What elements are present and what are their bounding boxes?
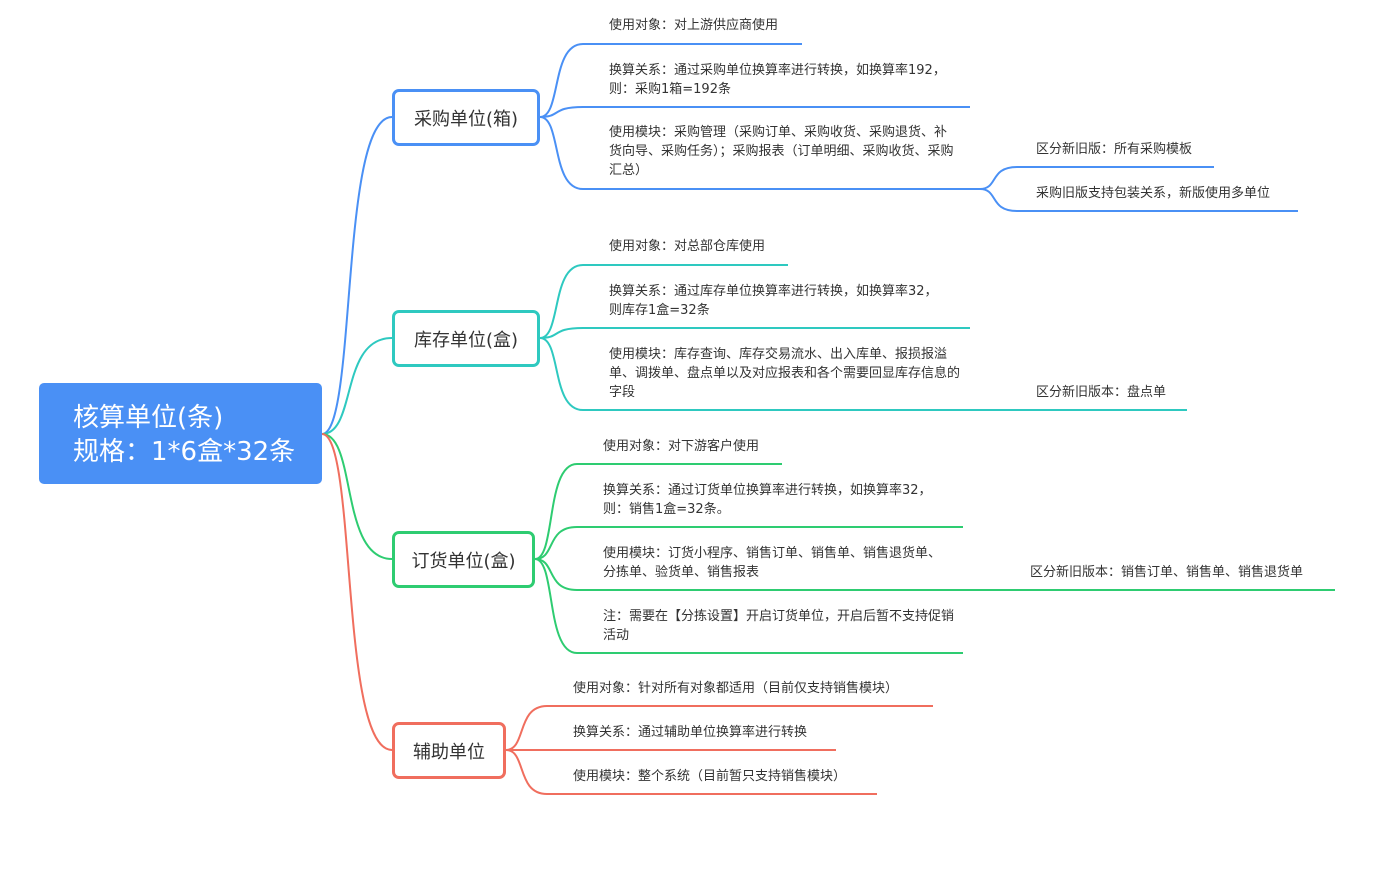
leaf-text: 使用模块：整个系统（目前暂只支持销售模块） xyxy=(573,769,847,784)
leaf-child-text: 区分新旧版本：盘点单 xyxy=(1036,385,1167,400)
leaf-text: 换算关系：通过库存单位换算率进行转换，如换算率32，则库存1盒=32条 xyxy=(609,284,938,318)
branch-leaf-connector xyxy=(539,327,970,339)
branch-leaf-connector xyxy=(539,43,802,118)
branch-inventory-unit[interactable]: 库存单位(盒) xyxy=(392,310,540,367)
root-branch-connector xyxy=(321,116,393,435)
branch-purchase-unit[interactable]: 采购单位(箱) xyxy=(392,89,540,146)
leaf-text: 使用模块：库存查询、库存交易流水、出入库单、报损报溢单、调拨单、盘点单以及对应报… xyxy=(609,347,961,400)
branch-leaf-connector xyxy=(505,749,877,795)
branch-label: 库存单位(盒) xyxy=(413,329,519,351)
leaf-text: 使用对象：对总部仓库使用 xyxy=(609,239,766,254)
branch-leaf-connector xyxy=(539,337,980,411)
leaf-text: 使用对象：对下游客户使用 xyxy=(603,439,760,454)
root-spec: 规格：1*6盒*32条 xyxy=(73,437,296,467)
root-node[interactable]: 核算单位(条) 规格：1*6盒*32条 xyxy=(39,383,322,484)
branch-leaf-connector xyxy=(534,558,1025,591)
branch-leaf-connector xyxy=(534,463,782,560)
branch-leaf-connector xyxy=(534,558,963,654)
root-branch-connector xyxy=(321,337,393,435)
leaf-text: 换算关系：通过订货单位换算率进行转换，如换算率32，则：销售1盒=32条。 xyxy=(603,483,932,517)
branch-leaf-connector xyxy=(539,116,980,190)
leaf-text: 使用对象：针对所有对象都适用（目前仅支持销售模块） xyxy=(573,681,899,696)
branch-order-unit[interactable]: 订货单位(盒) xyxy=(392,531,535,588)
root-branch-connector xyxy=(321,433,393,560)
leaf-text: 注：需要在【分拣设置】开启订货单位，开启后暂不支持促销活动 xyxy=(603,609,955,643)
branch-leaf-connector xyxy=(539,106,970,118)
leaf-text: 换算关系：通过采购单位换算率进行转换，如换算率192，则：采购1箱=192条 xyxy=(609,63,946,97)
leaf-child-text: 区分新旧版本：销售订单、销售单、销售退货单 xyxy=(1030,565,1304,580)
child-connector xyxy=(979,166,1214,190)
branch-label: 辅助单位 xyxy=(413,741,485,763)
branch-label: 订货单位(盒) xyxy=(411,550,516,572)
child-connector xyxy=(979,188,1298,212)
root-title: 核算单位(条) xyxy=(73,403,224,433)
leaf-text: 使用对象：对上游供应商使用 xyxy=(609,18,779,33)
branch-leaf-connector xyxy=(505,705,933,751)
branch-leaf-connector xyxy=(534,526,963,560)
branch-auxiliary-unit[interactable]: 辅助单位 xyxy=(392,722,506,779)
leaf-child-text: 采购旧版支持包装关系，新版使用多单位 xyxy=(1036,186,1271,201)
leaf-child-text: 区分新旧版：所有采购模板 xyxy=(1036,142,1193,157)
root-branch-connector xyxy=(321,433,393,751)
leaf-text: 换算关系：通过辅助单位换算率进行转换 xyxy=(573,725,808,740)
leaf-text: 使用模块：订货小程序、销售订单、销售单、销售退货单、分拣单、验货单、销售报表 xyxy=(603,546,942,580)
leaf-text: 使用模块：采购管理（采购订单、采购收货、采购退货、补货向导、采购任务）；采购报表… xyxy=(609,125,954,178)
branch-label: 采购单位(箱) xyxy=(413,108,519,130)
branch-leaf-connector xyxy=(539,264,788,339)
